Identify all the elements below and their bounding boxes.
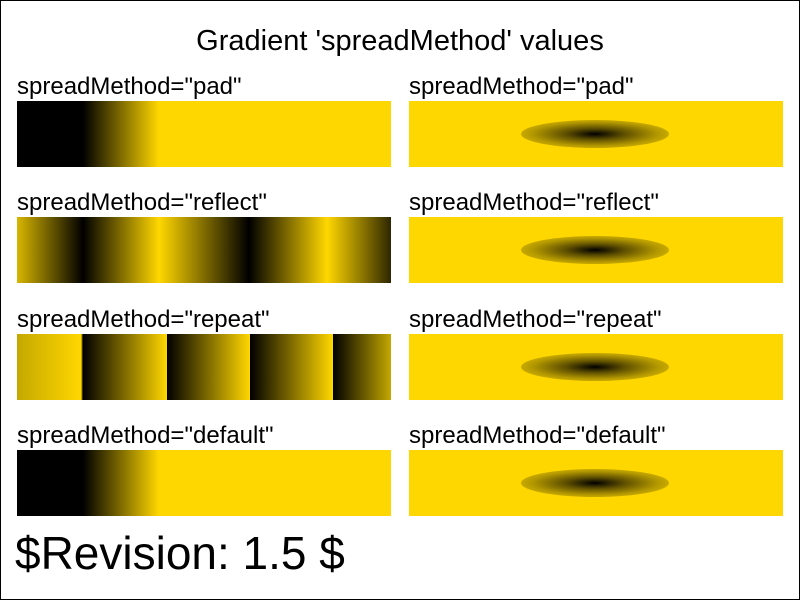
reflect-radial-label: spreadMethod="reflect" <box>409 189 659 216</box>
radial-spot <box>521 120 669 148</box>
default-radial-label: spreadMethod="default" <box>409 422 666 449</box>
repeat-radial-gradient-swatch <box>409 334 783 400</box>
reflect-linear-label: spreadMethod="reflect" <box>17 189 267 216</box>
radial-spot <box>521 469 669 497</box>
repeat-radial-label: spreadMethod="repeat" <box>409 306 662 333</box>
reflect-linear-gradient-swatch <box>17 217 391 283</box>
default-radial-gradient-swatch <box>409 450 783 516</box>
pad-radial-gradient-swatch <box>409 101 783 167</box>
page-title: Gradient 'spreadMethod' values <box>196 25 604 57</box>
default-linear-gradient-swatch <box>17 450 391 516</box>
repeat-linear-label: spreadMethod="repeat" <box>17 306 270 333</box>
radial-spot <box>521 236 669 264</box>
pad-radial-label: spreadMethod="pad" <box>409 73 634 100</box>
default-linear-label: spreadMethod="default" <box>17 422 274 449</box>
repeat-linear-gradient-swatch <box>17 334 391 400</box>
revision-text: $Revision: 1.5 $ <box>15 527 345 579</box>
pad-linear-label: spreadMethod="pad" <box>17 73 242 100</box>
pad-linear-gradient-swatch <box>17 101 391 167</box>
reflect-radial-gradient-swatch <box>409 217 783 283</box>
radial-spot <box>521 353 669 381</box>
